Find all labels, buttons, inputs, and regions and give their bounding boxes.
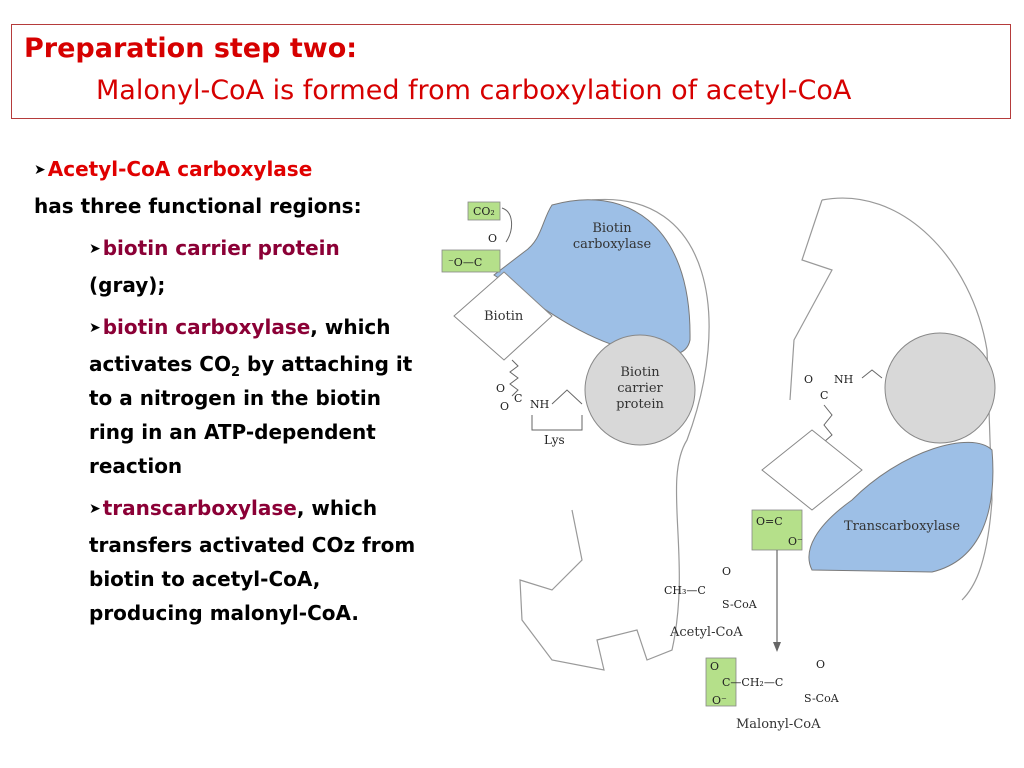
term-tc: transcarboxylase (102, 496, 297, 520)
arrow-bullet-icon: ➤ (89, 320, 101, 336)
label-bc-1: Biotin (592, 221, 632, 236)
carboxy-highlight (441, 249, 501, 273)
bullet-carboxylase-text-a: , which activates CO (89, 315, 391, 376)
slide-subtitle: Malonyl-CoA is formed from carboxylation… (96, 75, 852, 106)
ch3-c: CH₃—C (664, 584, 706, 597)
c-mal: C—CH₂—C (722, 676, 783, 689)
o-mal-l: O (710, 660, 719, 673)
o-mal-r: O (816, 658, 825, 671)
c-right: C (820, 389, 828, 402)
o-top: O (488, 232, 497, 245)
o-left: O (496, 382, 505, 395)
acetyl-coa-label: Acetyl-CoA (669, 625, 743, 640)
bullet-transcarboxylase: ➤transcarboxylase, which transfers activ… (89, 491, 419, 630)
arrow-head-icon (773, 642, 781, 652)
co2-highlight (467, 201, 501, 221)
bcp-3: protein (616, 397, 664, 412)
co2-label: CO₂ (473, 205, 495, 218)
s-coa-acetyl: S-CoA (722, 598, 758, 611)
c-left: C (514, 392, 522, 405)
bullet-main-text: has three functional regions: (34, 194, 362, 218)
o-eq-c: O=C (756, 515, 783, 528)
s-coa-mal: S-CoA (804, 692, 840, 705)
malonyl-coa-label: Malonyl-CoA (736, 717, 821, 732)
bullet-carrier-text: (gray); (89, 273, 166, 297)
transcarboxylase-shape (808, 441, 994, 573)
right-enzyme-outline (821, 197, 993, 601)
nh-left: NH (530, 398, 549, 411)
acc-mechanism-diagram: Biotin carboxylase CO₂ O ⁻O—C Biotin Bio… (441, 197, 996, 732)
biotin-carrier-protein-right (884, 332, 996, 444)
bcp-2: carrier (617, 381, 663, 396)
left-enzyme-outline (519, 198, 710, 671)
bcp-1: Biotin (620, 365, 660, 380)
nh-right: NH (834, 373, 853, 386)
term-bcp: biotin carrier protein (102, 236, 340, 260)
bullet-transcarboxylase-text: , which transfers activated COz from bio… (89, 496, 416, 625)
bullet-main: ➤Acetyl-CoA carboxylase has three functio… (34, 152, 419, 223)
malonyl-carboxyl-highlight (705, 657, 737, 707)
o-acetyl: O (722, 565, 731, 578)
o-minus-c: ⁻O—C (448, 256, 482, 269)
title-box: Preparation step two: Malonyl-CoA is for… (11, 24, 1011, 119)
o-right: O (804, 373, 813, 386)
term-acc: Acetyl-CoA carboxylase (47, 157, 313, 181)
co2-subscript: 2 (230, 365, 241, 380)
o-left-2: O (500, 400, 509, 413)
bullet-carboxylase: ➤biotin carboxylase, which activates CO2… (89, 310, 419, 483)
o-mal-bottom: O⁻ (712, 694, 727, 707)
bullet-carboxylase-text-b: by attaching it to a nitrogen in the bio… (89, 352, 413, 478)
arrow-bullet-icon: ➤ (89, 241, 101, 257)
biotin-carrier-protein-left (584, 334, 696, 446)
label-bc-2: carboxylase (573, 237, 652, 252)
biotin-ring-shape (453, 271, 553, 361)
slide-title: Preparation step two: (24, 33, 358, 64)
biotin-label: Biotin (484, 309, 524, 324)
biotin-ring-right (761, 429, 863, 511)
arrow-bullet-icon: ➤ (89, 501, 101, 517)
transfer-carboxyl-highlight (751, 509, 803, 551)
bullet-carrier: ➤biotin carrier protein (gray); (89, 231, 419, 302)
transcarboxylase-label: Transcarboxylase (844, 519, 960, 534)
o-minus: O⁻ (788, 535, 803, 548)
lys-label: Lys (544, 433, 565, 447)
term-bc: biotin carboxylase (102, 315, 311, 339)
arrow-bullet-icon: ➤ (34, 162, 46, 178)
